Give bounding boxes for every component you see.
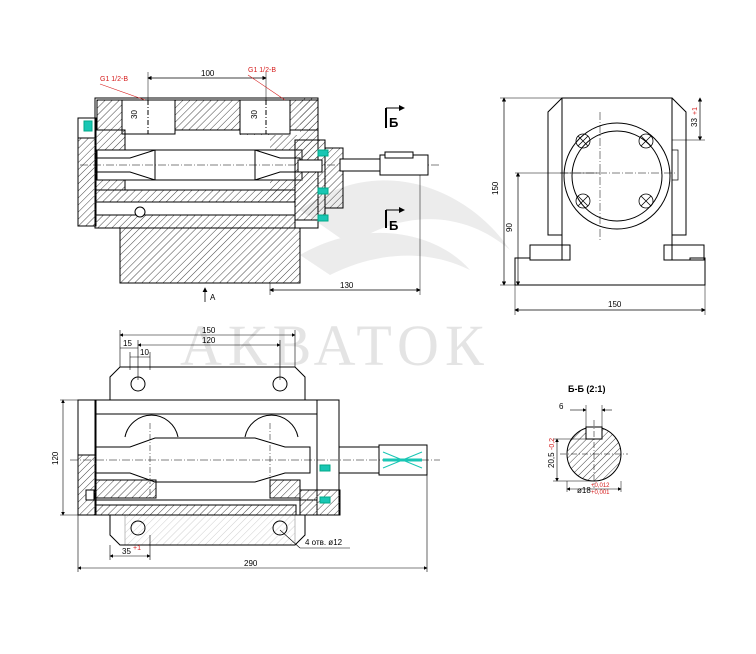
dim-tol-33-sup: +1	[692, 107, 699, 115]
section-mark-top: Б	[389, 115, 398, 130]
dim-120-left: 120	[51, 451, 60, 465]
dim-height-20-5: 20,5	[547, 452, 556, 468]
port-right-label: G1 1/2-B	[248, 67, 276, 74]
dim-10-plan: 10	[140, 348, 149, 357]
plan-view-dimensions	[60, 330, 428, 572]
dim-dia-tol-up: +0,012	[591, 483, 610, 489]
dim-height-tol: -0,2	[549, 438, 556, 450]
view-arrow-label: A	[210, 293, 216, 302]
dim-dia-18: ø18	[577, 486, 591, 495]
section-bb: Б-Б (2:1) 6 20,5 -0,2 ø18 +0,012 +0,001	[547, 384, 628, 496]
side-view	[500, 97, 706, 315]
dim-port-right-30: 30	[250, 110, 259, 119]
dim-width-150: 150	[608, 300, 622, 309]
plan-view-labels: 150 120 15 10 120 35 +1 4 отв. ø12 290	[51, 326, 343, 568]
dim-120-plan: 120	[202, 336, 216, 345]
dim-35-plan: 35	[122, 547, 131, 556]
section-mark-bottom: Б	[389, 218, 398, 233]
dim-axis-90: 90	[505, 223, 514, 232]
dim-35-plan-sup: +1	[133, 545, 141, 552]
dim-15-plan: 15	[123, 339, 132, 348]
front-section-view	[77, 97, 440, 284]
port-left-label: G1 1/2-B	[100, 76, 128, 83]
dim-port-left-30: 30	[130, 110, 139, 119]
side-view-dimensions: 150 90 150 33 +1	[491, 107, 699, 309]
bolt-circle	[575, 133, 654, 209]
dim-150-plan: 150	[202, 326, 216, 335]
dim-top-100: 100	[201, 69, 215, 78]
holes-note: 4 отв. ø12	[305, 538, 343, 547]
dim-290: 290	[244, 559, 258, 568]
dim-key-6: 6	[559, 402, 564, 411]
dim-tol-33: 33	[690, 118, 699, 127]
section-bb-title: Б-Б (2:1)	[568, 384, 605, 394]
dim-height-150: 150	[491, 181, 500, 195]
watermark-text: АКВАТОК	[180, 313, 490, 378]
front-view-dimensions: 100 G1 1/2-B G1 1/2-B 30 30 130 A Б Б	[99, 67, 421, 302]
dim-bottom-130: 130	[340, 281, 354, 290]
dim-dia-tol-low: +0,001	[591, 490, 610, 496]
plan-view	[70, 366, 440, 546]
